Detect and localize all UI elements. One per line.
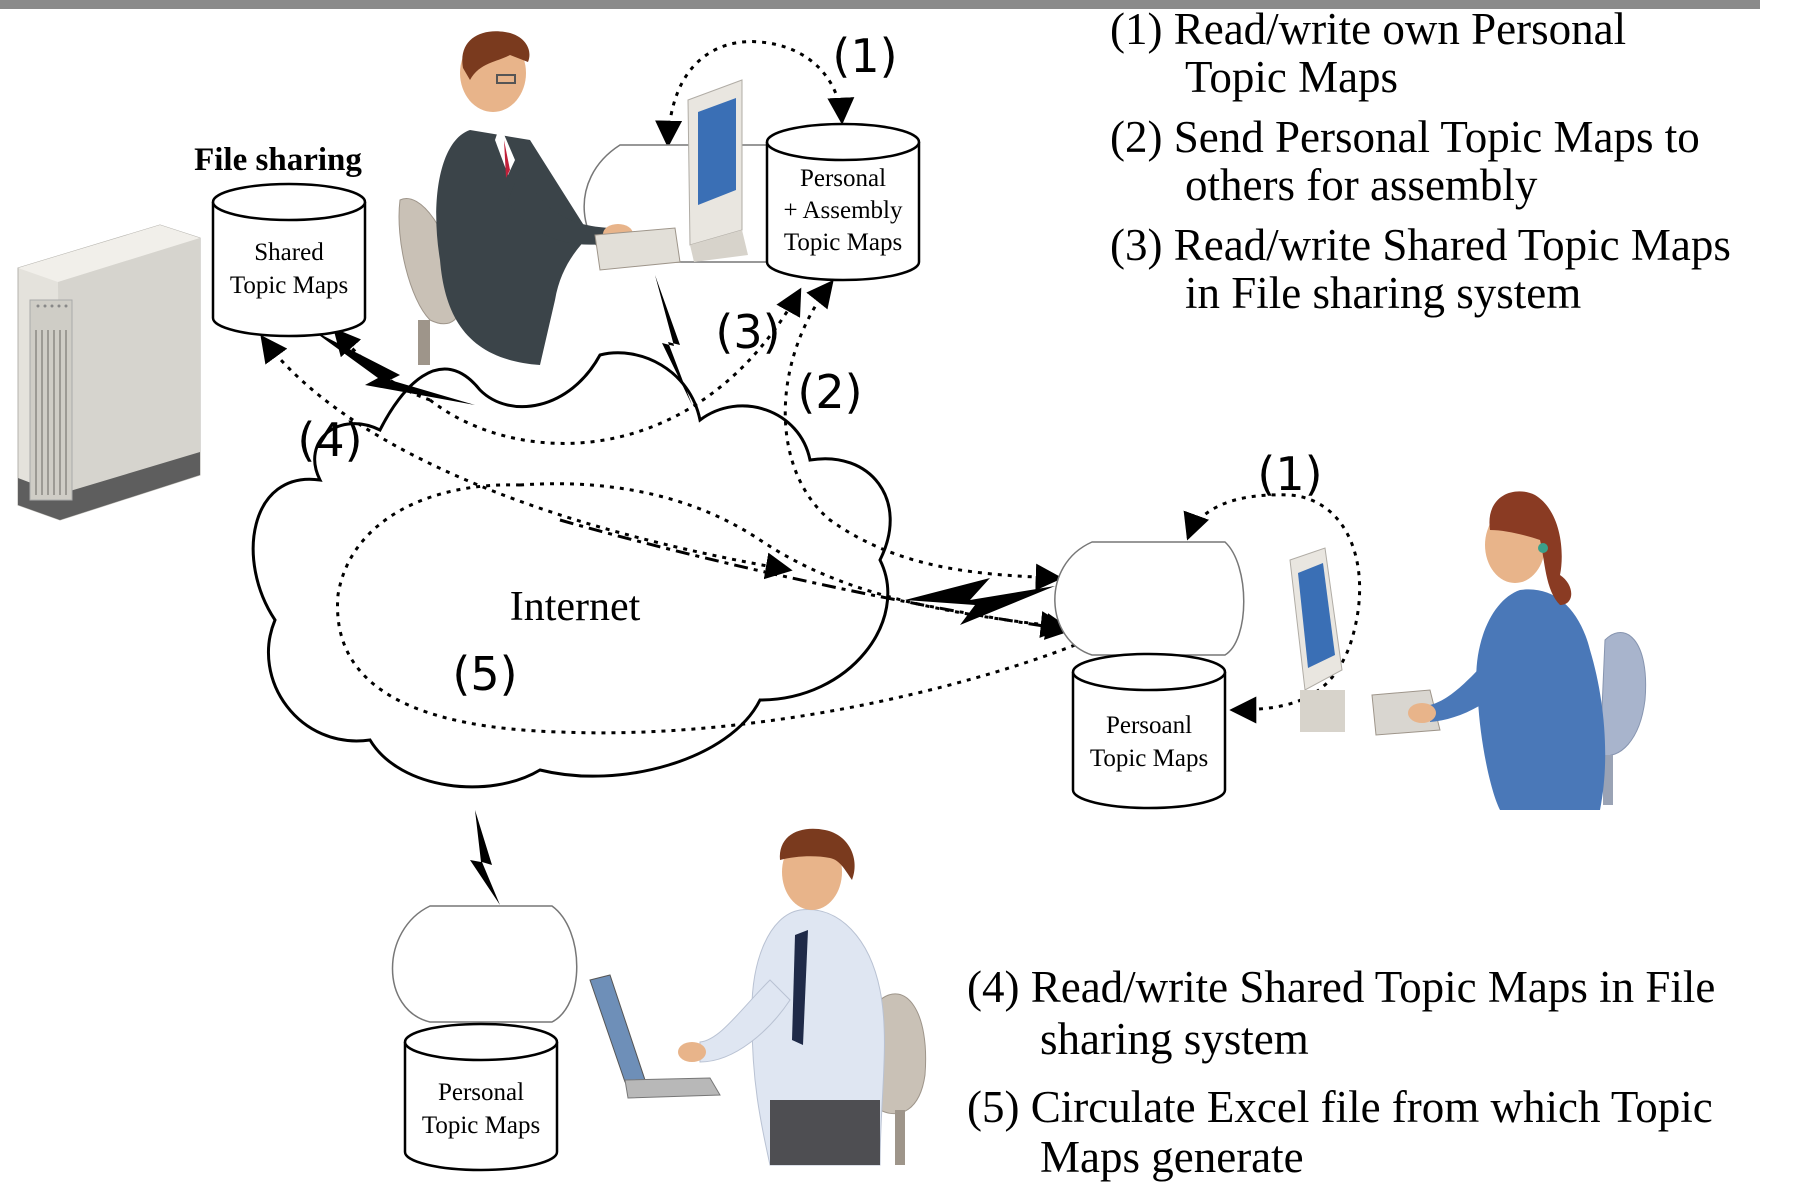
user-right-woman-icon [1289, 491, 1647, 810]
marker-1-top: (1) [832, 29, 897, 83]
db-shared-line1: Shared [254, 239, 324, 266]
arrow-4 [260, 334, 793, 580]
display-shape-bottom [391, 905, 578, 1023]
db-shared-line2: Topic Maps [230, 272, 348, 299]
lightning-shared-icon [312, 330, 475, 405]
arrow-5-loop [336, 483, 1076, 735]
legend-5-line2: Maps generate [1040, 1132, 1304, 1182]
db-bottom-line2: Topic Maps [422, 1112, 540, 1139]
db-bottom-line1: Personal [438, 1079, 524, 1106]
db-assembly: Personal + Assembly Topic Maps [765, 122, 921, 282]
marker-1-right: (1) [1257, 447, 1322, 501]
user-bottom-man-icon [589, 828, 927, 1166]
legend-1-line2: Topic Maps [1185, 52, 1398, 102]
legend-3-line2: in File sharing system [1185, 268, 1581, 318]
internet-label: Internet [510, 584, 641, 630]
marker-4: (4) [297, 413, 362, 467]
file-sharing-label: File sharing [194, 142, 362, 178]
db-shared: Shared Topic Maps [211, 182, 367, 338]
legend-bottom: (4) Read/write Shared Topic Maps in File… [967, 962, 1715, 1182]
db-assembly-line1: Personal [800, 165, 886, 192]
db-assembly-line3: Topic Maps [784, 229, 902, 256]
db-bottom: Personal Topic Maps [403, 1022, 559, 1172]
user-top-man-icon [398, 31, 748, 365]
top-bar [0, 0, 1760, 9]
lightning-right-icon [905, 578, 1055, 625]
arrow-4-right [559, 518, 1073, 640]
legend-4-line1: (4) Read/write Shared Topic Maps in File [967, 962, 1715, 1012]
db-right: Persoanl Topic Maps [1071, 652, 1227, 810]
legend-2-line1: (2) Send Personal Topic Maps to [1110, 112, 1700, 162]
marker-5: (5) [452, 647, 517, 701]
lightning-bolts [312, 275, 1055, 905]
display-shape-right [1054, 541, 1245, 656]
db-right-line2: Topic Maps [1090, 745, 1208, 772]
marker-3: (3) [715, 305, 780, 359]
legend-top: (1) Read/write own Personal Topic Maps (… [1110, 4, 1731, 318]
lightning-bottom-icon [470, 810, 500, 905]
legend-2-line2: others for assembly [1185, 160, 1538, 210]
db-assembly-line2: + Assembly [784, 197, 903, 224]
legend-4-line2: sharing system [1040, 1014, 1309, 1064]
arrow-2 [783, 279, 1063, 591]
marker-2: (2) [797, 365, 862, 419]
legend-3-line1: (3) Read/write Shared Topic Maps [1110, 220, 1731, 270]
server-icon [17, 224, 201, 521]
legend-1-line1: (1) Read/write own Personal [1110, 4, 1626, 54]
legend-5-line1: (5) Circulate Excel file from which Topi… [967, 1082, 1713, 1132]
db-right-line1: Persoanl [1106, 712, 1192, 739]
arrow-1-top [655, 40, 855, 148]
lightning-top-icon [655, 275, 692, 405]
